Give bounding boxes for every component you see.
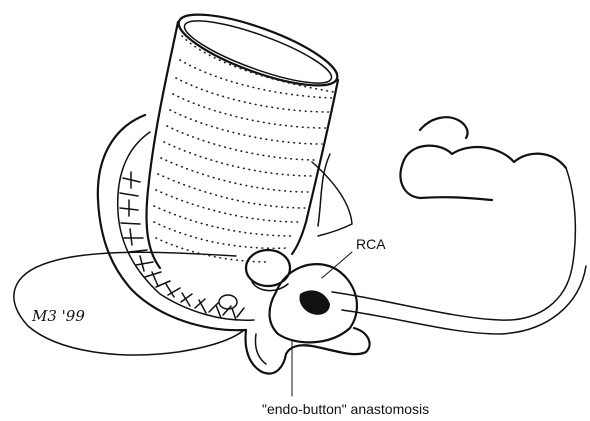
graft-top-opening: [172, 1, 345, 100]
rca-ostium-shading: [299, 290, 330, 314]
plate-edge: [255, 334, 266, 364]
outer-loop: [14, 252, 244, 355]
graft-right-edge: [292, 80, 338, 254]
artist-signature: M3 '99: [32, 307, 85, 325]
rca-label: RCA: [356, 236, 386, 252]
heart-top-curl: [420, 117, 468, 138]
graft-left-edge: [147, 22, 179, 268]
aortic-cuff-outer: [98, 115, 246, 330]
graft-crimp-rings: [154, 36, 334, 262]
anastomosis-label: "endo-button" anastomosis: [262, 401, 429, 417]
anastomosis-plate: [246, 328, 370, 374]
suture-line: [120, 172, 244, 320]
aortic-cuff-inner: [118, 132, 254, 320]
stitch-loop: [219, 295, 237, 309]
heart-outline: [401, 146, 566, 200]
